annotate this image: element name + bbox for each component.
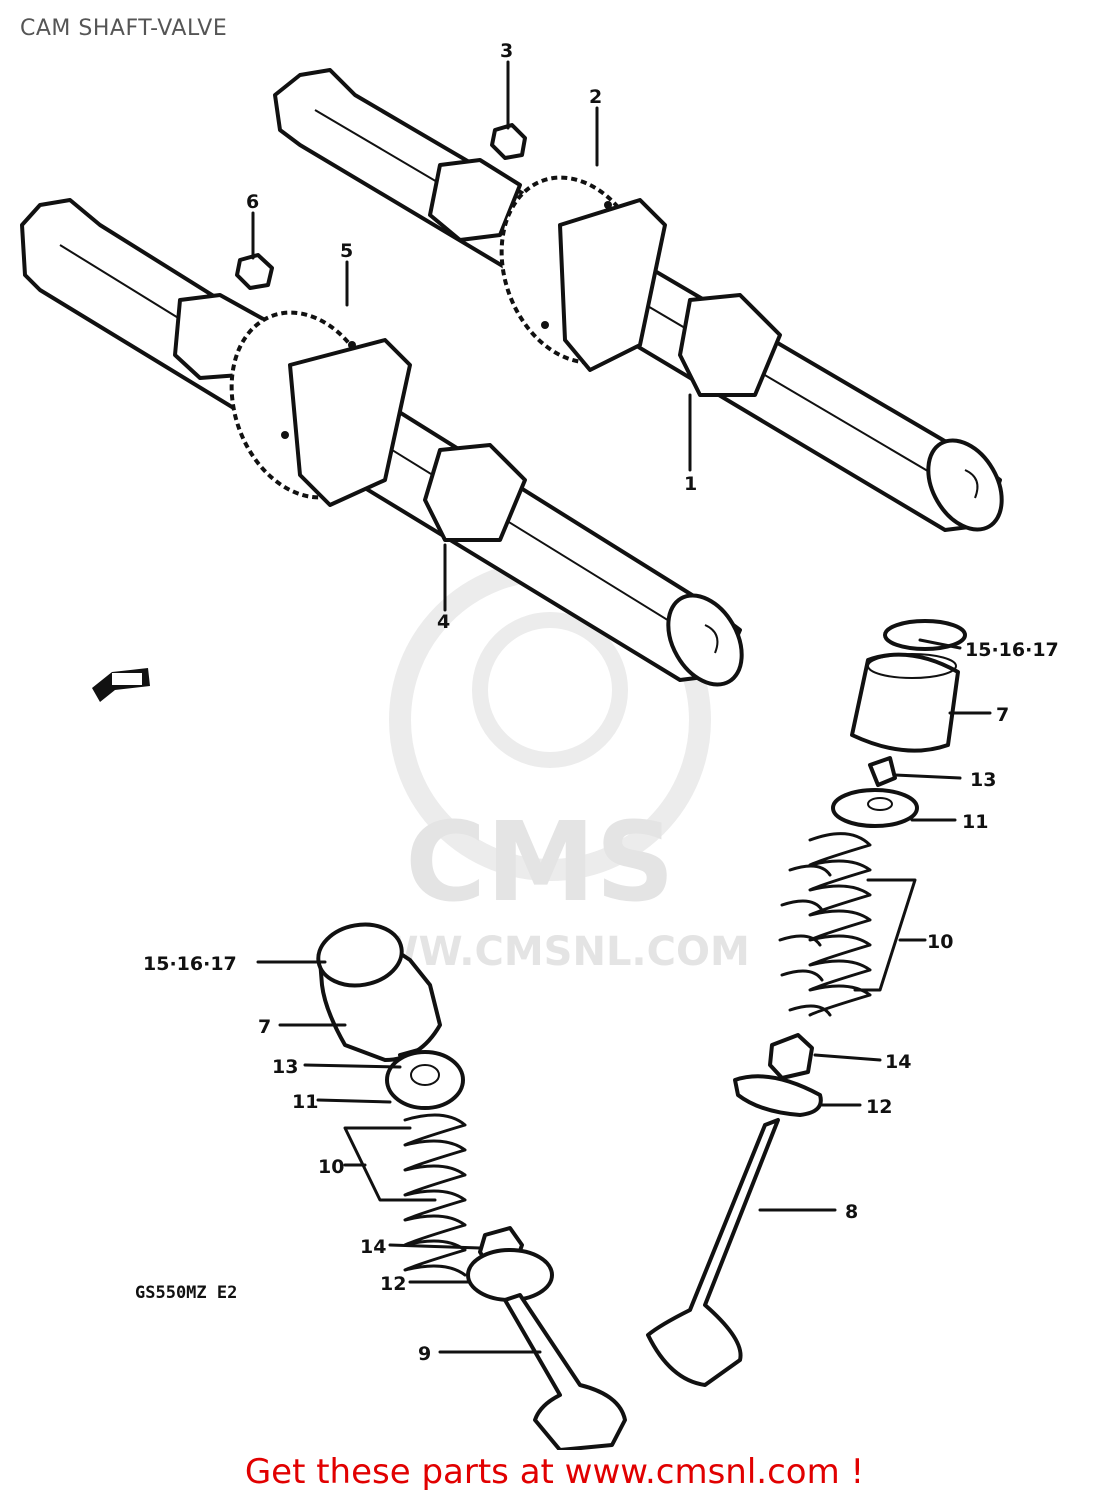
callout-labels: 3 2 6 5 1 4 15·16·17 7 13 11 10 14 12 8 … <box>135 40 1059 1365</box>
callout-l-9: 9 <box>418 1343 431 1365</box>
callout-l-15-16-17: 15·16·17 <box>143 953 237 975</box>
callout-l-12: 12 <box>380 1273 406 1295</box>
callout-l-10: 10 <box>318 1156 344 1178</box>
watermark-brand: CMS <box>405 798 674 926</box>
cam-sprocket-2 <box>499 175 667 372</box>
callout-r-8: 8 <box>845 1201 858 1223</box>
valve-assembly-right <box>646 619 967 1387</box>
parts-diagram: CMS WWW.CMSNL.COM <box>20 40 1059 1450</box>
callout-4: 4 <box>437 611 450 633</box>
model-code: GS550MZ E2 <box>135 1283 237 1303</box>
page-title: CAM SHAFT-VALVE <box>20 16 228 41</box>
callout-6: 6 <box>246 191 259 213</box>
callout-1: 1 <box>684 473 697 495</box>
valve-assembly-left <box>316 922 627 1450</box>
callout-r-11: 11 <box>962 811 988 833</box>
callout-l-11: 11 <box>292 1091 318 1113</box>
callout-l-7: 7 <box>258 1016 271 1038</box>
cam-sprocket-5 <box>229 310 412 507</box>
callout-3: 3 <box>500 40 513 62</box>
callout-r-7: 7 <box>996 704 1009 726</box>
sprocket-bolt-6 <box>235 253 274 290</box>
callout-r-10: 10 <box>927 931 953 953</box>
footer-link[interactable]: Get these parts at www.cmsnl.com ! <box>244 1452 865 1492</box>
callout-r-14: 14 <box>885 1051 911 1073</box>
callout-r-15-16-17: 15·16·17 <box>965 639 1059 661</box>
leader-lines <box>251 60 992 1354</box>
fwd-arrow-icon <box>92 668 150 702</box>
callout-l-14: 14 <box>360 1236 386 1258</box>
callout-r-13: 13 <box>970 769 996 791</box>
callout-r-12: 12 <box>866 1096 892 1118</box>
sprocket-bolt-3 <box>490 123 527 160</box>
callout-5: 5 <box>340 240 353 262</box>
callout-l-13: 13 <box>272 1056 298 1078</box>
callout-2: 2 <box>589 86 602 108</box>
watermark: CMS WWW.CMSNL.COM <box>330 559 750 975</box>
